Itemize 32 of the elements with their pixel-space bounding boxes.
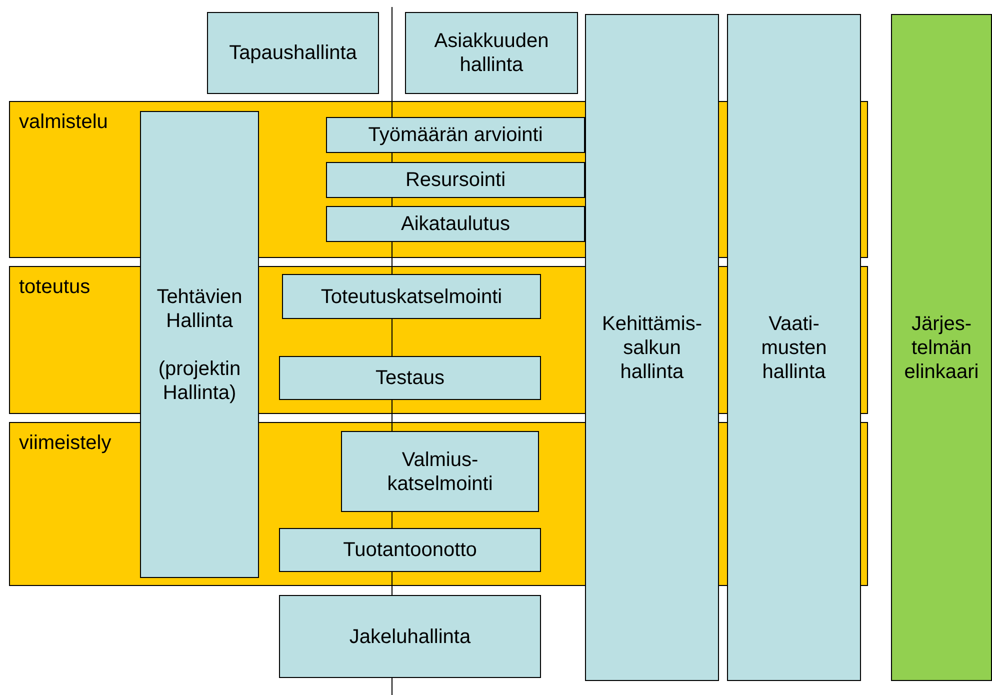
phase-label: viimeistely bbox=[19, 431, 112, 455]
lifecycle-column bbox=[891, 14, 992, 681]
process-box bbox=[326, 162, 585, 198]
box-label: Kehittämis- salkun hallinta bbox=[600, 312, 704, 384]
box-label: Järjes- telmän elinkaari bbox=[903, 312, 980, 384]
box-label: Aikataulutus bbox=[401, 212, 510, 236]
box-label: Tapaushallinta bbox=[229, 41, 357, 65]
process-box bbox=[405, 12, 578, 94]
process-column bbox=[585, 14, 719, 681]
box-label: Tuotantoonotto bbox=[343, 538, 477, 562]
box-label: Työmäärän arviointi bbox=[368, 123, 543, 147]
process-box bbox=[279, 528, 541, 572]
process-column bbox=[140, 111, 259, 578]
process-column bbox=[727, 14, 861, 681]
process-box bbox=[279, 356, 541, 400]
box-label: Resursointi bbox=[405, 168, 506, 192]
phase-label: toteutus bbox=[19, 275, 90, 299]
box-label: Vaati- musten hallinta bbox=[760, 312, 828, 384]
box-label: Jakeluhallinta bbox=[349, 624, 471, 648]
box-label: Asiakkuuden hallinta bbox=[433, 29, 550, 77]
phase-label: valmistelu bbox=[19, 110, 108, 134]
process-box bbox=[326, 117, 585, 153]
process-box bbox=[341, 431, 539, 512]
box-label: Tehtävien Hallinta bbox=[156, 284, 244, 332]
box-label: Valmius- katselmointi bbox=[386, 448, 494, 496]
process-box bbox=[207, 12, 379, 94]
box-label: Testaus bbox=[376, 366, 444, 390]
process-box bbox=[326, 206, 585, 242]
box-label: (projektin Hallinta) bbox=[157, 356, 242, 404]
process-box bbox=[279, 595, 541, 678]
process-box bbox=[282, 274, 541, 319]
box-label: Toteutuskatselmointi bbox=[320, 284, 502, 308]
